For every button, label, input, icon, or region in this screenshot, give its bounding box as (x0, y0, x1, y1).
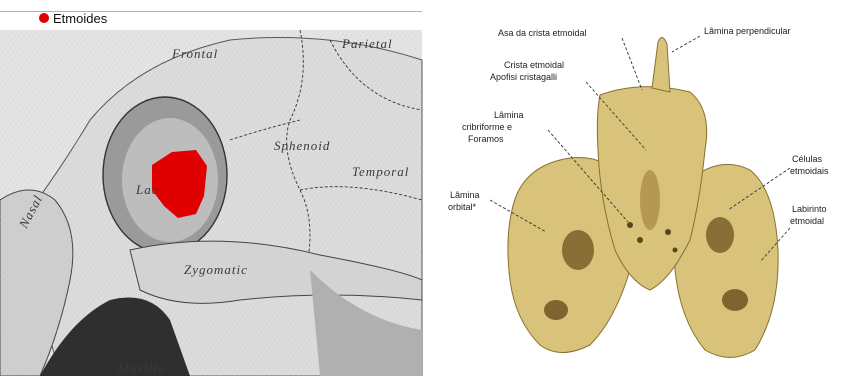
ethmoid-cell-right-lower (722, 289, 748, 311)
parietal-label: Parietal (341, 36, 393, 51)
sphenoid-label: Sphenoid (274, 138, 330, 153)
maxilla-label: Maxilla (117, 360, 165, 375)
label-celulas-line2: etmoidais (790, 166, 829, 176)
label-labirinto-line1: Labirinto (792, 204, 827, 214)
foramen-2 (637, 237, 643, 243)
label-cribriforme-line2: cribriforme e (462, 122, 512, 132)
label-cribriforme-line3: Foramos (468, 134, 504, 144)
ethmoid-cell-right (706, 217, 734, 253)
leader-asa-crista (622, 38, 642, 90)
ethmoid-illustration (508, 37, 778, 357)
foramen-4 (673, 248, 678, 253)
foramen-1 (627, 222, 633, 228)
crista-galli (652, 37, 670, 92)
perpendicular-ridge (640, 170, 660, 230)
skull-illustration: Frontal Parietal Sphenoid Temporal Nasal… (0, 30, 422, 376)
ethmoid-cell-left (562, 230, 594, 270)
lacrimal-label: Lac (135, 182, 159, 197)
label-cribriforme-line1: Lâmina (494, 110, 524, 120)
frontal-label: Frontal (171, 46, 218, 61)
label-orbital-line2: orbital* (448, 202, 477, 212)
label-crista-line2: Apofisi cristagalli (490, 72, 557, 82)
label-labirinto-line2: etmoidal (790, 216, 824, 226)
label-celulas-line1: Células (792, 154, 823, 164)
ethmoid-cell-left-lower (544, 300, 568, 320)
temporal-label: Temporal (352, 164, 409, 179)
label-asa-crista: Asa da crista etmoidal (498, 28, 587, 38)
legend-marker (39, 13, 49, 23)
leader-lamina-perpendicular (672, 36, 700, 52)
label-lamina-perpendicular: Lâmina perpendicular (704, 26, 791, 36)
zygomatic-label: Zygomatic (184, 262, 248, 277)
foramen-3 (665, 229, 671, 235)
legend-title: Etmoides (53, 11, 108, 26)
label-crista-line1: Crista etmoidal (504, 60, 564, 70)
label-orbital-line1: Lâmina (450, 190, 480, 200)
